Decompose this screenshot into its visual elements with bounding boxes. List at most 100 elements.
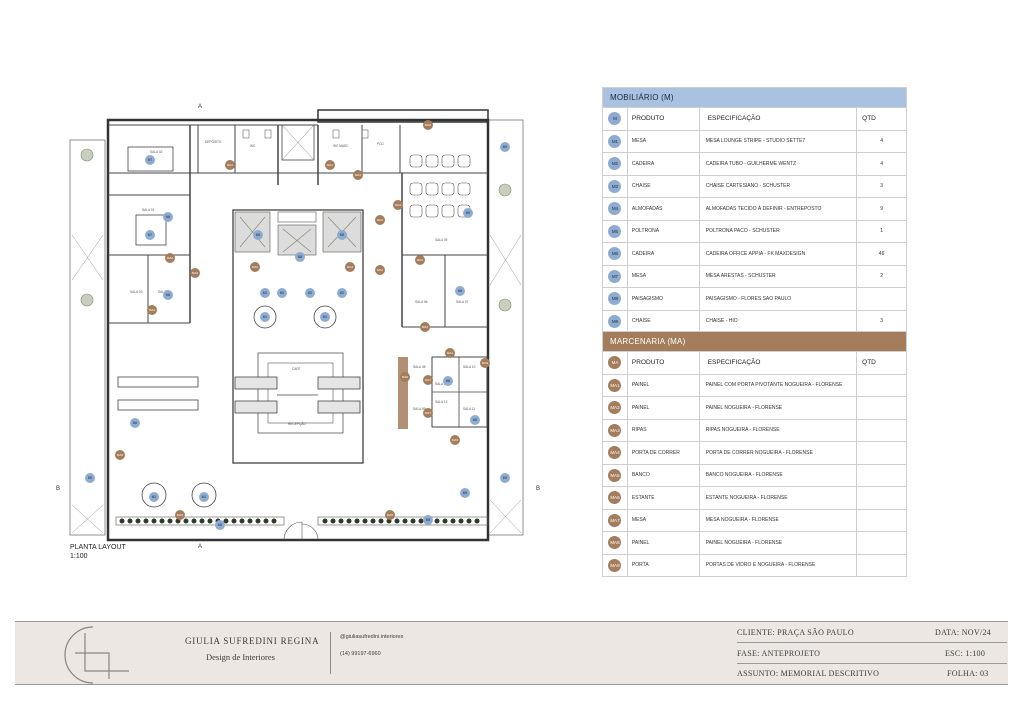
room-label: DEPÓSITO bbox=[205, 139, 222, 144]
room-label: PCD bbox=[377, 142, 384, 146]
marker-m: M6 bbox=[133, 421, 138, 425]
cell-especificacao: CADEIRA OFFICE APPIA - FK MAXDESIGN bbox=[698, 242, 858, 266]
code-chip: MA2 bbox=[608, 401, 622, 415]
cell-especificacao: ALMOFADAS TECIDO À DEFINIR - ENTREPOSTO bbox=[698, 197, 858, 221]
cell-qtd: 4 bbox=[856, 152, 907, 176]
cell-qtd: 1 bbox=[856, 219, 907, 243]
marker-ma: MA9 bbox=[482, 361, 489, 365]
marker-ma: MA8 bbox=[117, 453, 124, 457]
cut-mark: A bbox=[198, 104, 202, 110]
code-chip: M2 bbox=[608, 157, 622, 171]
marker-ma: MA2 bbox=[377, 268, 384, 272]
divider bbox=[737, 642, 1007, 643]
code-chip: MA7 bbox=[608, 513, 622, 527]
cell-produto: PAINEL bbox=[626, 531, 700, 555]
cell-produto: MESA bbox=[626, 264, 700, 288]
cell-qtd bbox=[856, 396, 907, 420]
marker-m: M1 bbox=[323, 315, 328, 319]
code-chip: M5 bbox=[608, 224, 622, 238]
room-label: RECEPÇÃO bbox=[288, 421, 306, 426]
cell-especificacao: CHAISE - HIO bbox=[698, 309, 858, 333]
room-label: SALA 05 bbox=[435, 238, 448, 242]
marker-ma: MA2 bbox=[377, 218, 384, 222]
cell-qtd: 3 bbox=[856, 174, 907, 198]
marker-ma: MA5 bbox=[387, 513, 394, 517]
room-label: SALA 07 bbox=[456, 300, 469, 304]
cell-especificacao: PAINEL NOGUEIRA - FLORENSE bbox=[698, 396, 858, 420]
room-label: SALA 01 bbox=[142, 208, 155, 212]
code-chip: M3 bbox=[608, 179, 622, 193]
marker-m: M7 bbox=[148, 233, 153, 237]
cell-qtd bbox=[856, 486, 907, 510]
cell-qtd bbox=[856, 463, 907, 487]
cut-mark: B bbox=[536, 486, 540, 492]
marker-ma: MA1 bbox=[327, 163, 334, 167]
col-qtd: QTD bbox=[856, 107, 907, 131]
phone-number: (14) 99197-6960 bbox=[340, 651, 381, 657]
marker-ma: MA6 bbox=[402, 375, 409, 379]
folha-field: FOLHA: 03 bbox=[947, 669, 989, 678]
code-chip: MA1 bbox=[608, 378, 622, 392]
cell-qtd bbox=[856, 531, 907, 555]
cell-qtd bbox=[856, 508, 907, 532]
floor-plan: DEPÓSITO WC WC MASC PCD SALA 01 SALA 02 … bbox=[56, 104, 540, 550]
cell-especificacao: RIPAS NOGUEIRA - FLORENSE bbox=[698, 418, 858, 442]
cell-produto: PORTA DE CORRER bbox=[626, 441, 700, 465]
title-block: GIULIA SUFREDINI REGINA Design de Interi… bbox=[15, 621, 1008, 685]
code-chip: MA9 bbox=[608, 558, 622, 572]
cell-produto: RIPAS bbox=[626, 418, 700, 442]
divider bbox=[737, 663, 1007, 664]
room-label: CAFÉ bbox=[292, 366, 301, 371]
cell-especificacao: CADEIRA TUBO - GUILHERME WENTZ bbox=[698, 152, 858, 176]
instagram-handle: @giuliasufredini.interiores bbox=[340, 634, 404, 640]
table-header-row: M PRODUTO ESPECIFICAÇÃO QTD bbox=[602, 107, 907, 131]
data-field: DATA: NOV/24 bbox=[935, 628, 992, 637]
cut-mark: B bbox=[56, 486, 60, 492]
room-label: SALA 13 bbox=[435, 400, 448, 404]
marker-m: M9 bbox=[503, 145, 508, 149]
cell-qtd: 46 bbox=[856, 242, 907, 266]
marker-m: M8 bbox=[298, 255, 303, 259]
plan-caption: PLANTA LAYOUT 1:100 bbox=[70, 543, 126, 561]
plan-title: PLANTA LAYOUT bbox=[70, 544, 126, 551]
cell-produto: MESA bbox=[626, 508, 700, 532]
marker-m: M1 bbox=[263, 315, 268, 319]
col-produto: PRODUTO bbox=[626, 351, 700, 375]
code-chip: M1 bbox=[608, 134, 622, 148]
marker-ma: MA2 bbox=[167, 256, 174, 260]
cell-produto: CADEIRA bbox=[626, 152, 700, 176]
cell-produto: POLTRONA bbox=[626, 219, 700, 243]
col-especificacao: ESPECIFICAÇÃO bbox=[698, 107, 858, 131]
mobiliario-title: MOBILIÁRIO (M) bbox=[602, 87, 907, 108]
room-label: SALA 11 bbox=[463, 407, 475, 411]
cell-especificacao: CHAISE CARTESIANO - SCHUSTER bbox=[698, 174, 858, 198]
cell-especificacao: POLTRONA PACO - SCHUSTER bbox=[698, 219, 858, 243]
marker-ma: MA4 bbox=[149, 308, 156, 312]
marker-m: M6 bbox=[473, 418, 478, 422]
cell-qtd bbox=[856, 373, 907, 397]
cell-produto: CHAISE bbox=[626, 174, 700, 198]
marker-m: M5 bbox=[463, 491, 468, 495]
cell-qtd bbox=[856, 553, 907, 577]
table-header-row: MA PRODUTO ESPECIFICAÇÃO QTD bbox=[602, 351, 907, 375]
cell-produto: PAISAGISMO bbox=[626, 287, 700, 311]
code-chip: M9 bbox=[608, 314, 622, 328]
room-label: SALA 02 bbox=[150, 150, 163, 154]
fase-field: FASE: ANTEPROJETO bbox=[737, 649, 821, 658]
gs-logo-icon bbox=[64, 626, 129, 684]
cell-produto: CADEIRA bbox=[626, 242, 700, 266]
marker-ma: MA4 bbox=[192, 271, 199, 275]
code-chip: MA5 bbox=[608, 468, 622, 482]
marker-m: M6 bbox=[166, 215, 171, 219]
marker-ma: MA5 bbox=[177, 513, 184, 517]
room-label: SALA 06 bbox=[415, 300, 428, 304]
